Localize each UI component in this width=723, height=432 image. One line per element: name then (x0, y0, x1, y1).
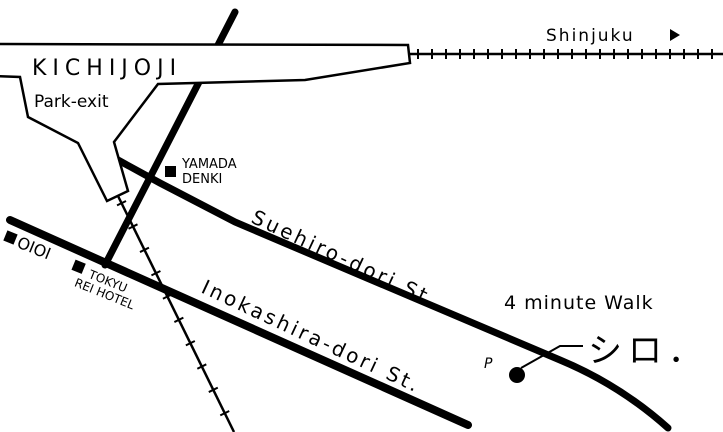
rail-tick (208, 386, 219, 393)
yamada-denki-marker (165, 166, 176, 177)
road-suehiro-dori (114, 156, 672, 432)
oioi-marker (3, 230, 18, 245)
station-name: KICHIJOJI (32, 56, 182, 81)
shop-location-marker (509, 367, 525, 383)
tokyu-marker (71, 259, 86, 274)
rail-tick (173, 316, 184, 323)
parking-label: P (484, 356, 493, 372)
rail-tick (219, 410, 230, 417)
station-building (0, 42, 412, 203)
leader-line (520, 345, 583, 369)
rail-tick (151, 270, 161, 277)
rail-tick (196, 363, 207, 370)
road-inokashira-dori (6, 216, 472, 429)
rail-tick (128, 223, 138, 230)
shop-name: シロ． (588, 331, 708, 371)
street-label-suehiro: Suehiro-dori St. (248, 205, 443, 313)
railway-east (410, 49, 723, 59)
walk-time: 4 minute Walk (504, 292, 654, 314)
direction-label: Shinjuku (546, 26, 635, 46)
triangle-right-icon (670, 29, 680, 41)
rail-tick (116, 200, 127, 207)
station-exit: Park-exit (34, 92, 109, 112)
rail-tick (139, 246, 150, 253)
rail-tick (185, 340, 196, 347)
yamada-label-2: DENKI (182, 172, 222, 187)
yamada-label-1: YAMADA (181, 157, 237, 172)
